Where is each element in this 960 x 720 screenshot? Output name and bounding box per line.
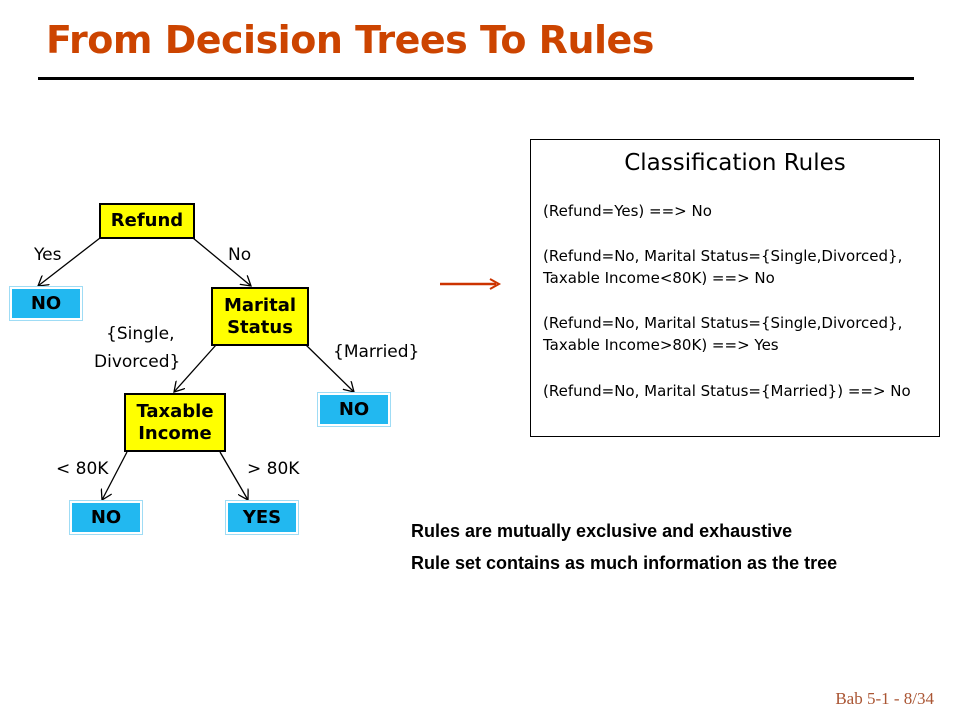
rule-1-line1: (Refund=Yes) ==> No — [543, 202, 712, 220]
classification-rules-panel: Classification Rules (Refund=Yes) ==> No… — [530, 139, 940, 437]
node-taxable-income-line1: Taxable — [136, 400, 214, 422]
rule-1: (Refund=Yes) ==> No — [543, 200, 712, 222]
edge-income-lt80k — [102, 451, 128, 500]
edge-label-no: No — [228, 245, 252, 265]
note-mutually-exclusive: Rules are mutually exclusive and exhaust… — [411, 521, 793, 541]
rules-title: Classification Rules — [624, 150, 846, 176]
rule-3-line2: Taxable Income>80K) ==> Yes — [543, 336, 779, 354]
edge-marital-single-divorced — [174, 344, 217, 392]
leaf-label: YES — [242, 506, 282, 528]
leaf-label: NO — [90, 506, 122, 528]
slide-footer: Bab 5-1 - 8/34 — [835, 689, 934, 708]
leaf-no-refund-yes: NO — [9, 286, 83, 321]
edge-label-gt-80k: > 80K — [247, 459, 300, 479]
edge-label-yes: Yes — [34, 245, 62, 265]
edge-marital-married — [305, 344, 354, 392]
notes: Rules are mutually exclusive and exhaust… — [411, 519, 941, 583]
rule-4-line1: (Refund=No, Marital Status={Married}) ==… — [543, 382, 911, 400]
edge-label-lt-80k: < 80K — [56, 459, 109, 479]
node-marital-status: Marital Status — [211, 287, 309, 346]
node-refund-label: Refund — [110, 210, 184, 231]
title-underline — [38, 77, 914, 80]
leaf-yes-income-gt80k: YES — [225, 500, 299, 535]
edge-label-single-divorced-line1: {Single, — [106, 324, 175, 344]
slide-title: From Decision Trees To Rules — [46, 18, 654, 62]
node-marital-status-line1: Marital — [223, 294, 297, 316]
leaf-no-married: NO — [317, 392, 391, 427]
edge-refund-no — [192, 237, 251, 286]
rule-2: (Refund=No, Marital Status={Single,Divor… — [543, 245, 902, 289]
edge-refund-yes — [38, 237, 101, 286]
leaf-label: NO — [338, 398, 370, 420]
leaf-no-income-lt80k: NO — [69, 500, 143, 535]
rule-2-line1: (Refund=No, Marital Status={Single,Divor… — [543, 247, 903, 265]
rule-4: (Refund=No, Marital Status={Married}) ==… — [543, 380, 911, 402]
leaf-label: NO — [30, 292, 62, 314]
node-taxable-income: Taxable Income — [124, 393, 226, 452]
edge-income-gt80k — [219, 451, 248, 500]
rule-2-line2: Taxable Income<80K) ==> No — [543, 269, 775, 287]
node-refund: Refund — [99, 203, 195, 239]
node-marital-status-line2: Status — [227, 316, 293, 338]
edge-label-married: {Married} — [333, 342, 420, 362]
rule-3: (Refund=No, Marital Status={Single,Divor… — [543, 312, 902, 356]
edge-label-single-divorced-line2: Divorced} — [94, 352, 181, 372]
tree-to-rules-arrow — [440, 278, 502, 290]
note-rule-set-information: Rule set contains as much information as… — [411, 553, 838, 573]
node-taxable-income-line2: Income — [138, 422, 212, 444]
rule-3-line1: (Refund=No, Marital Status={Single,Divor… — [543, 314, 903, 332]
